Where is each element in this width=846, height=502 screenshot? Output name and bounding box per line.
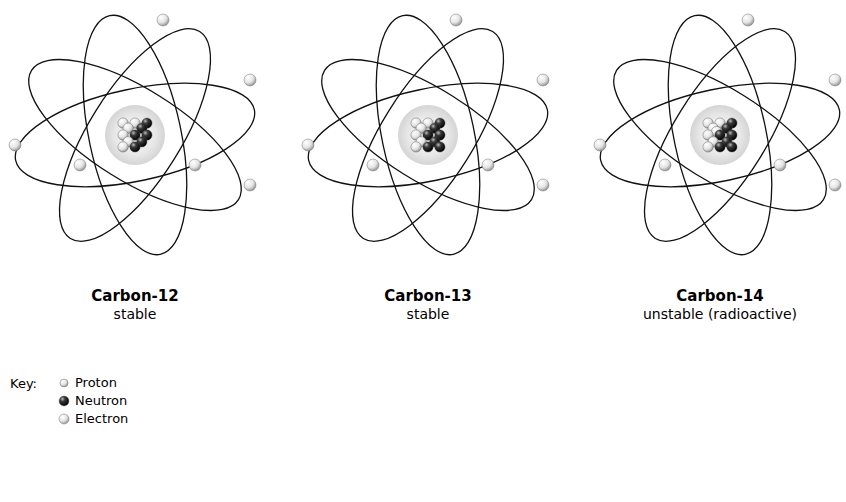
electron xyxy=(450,14,462,26)
stability-note: stable xyxy=(298,306,558,322)
neutron xyxy=(727,142,737,152)
atom xyxy=(591,6,846,264)
legend-swatch xyxy=(58,413,70,425)
electron xyxy=(659,159,671,171)
electron xyxy=(482,159,494,171)
nucleus xyxy=(398,105,458,165)
electron xyxy=(189,159,201,171)
electron xyxy=(302,139,314,151)
isotope-name: Carbon-12 xyxy=(5,287,265,305)
electron xyxy=(742,14,754,26)
electron-orbit xyxy=(300,31,556,238)
isotope-name: Carbon-14 xyxy=(590,287,846,305)
legend-swatch xyxy=(58,395,70,407)
legend-text: Proton xyxy=(75,375,117,390)
electron xyxy=(74,159,86,171)
electron xyxy=(244,179,256,191)
electron-orbit xyxy=(358,6,499,264)
electron-orbit xyxy=(7,31,263,238)
neutron xyxy=(715,142,725,152)
atom xyxy=(299,6,557,264)
electron-orbit xyxy=(616,7,823,263)
electron-orbit xyxy=(299,65,557,206)
legend-text: Neutron xyxy=(75,393,127,408)
electron-orbit xyxy=(592,31,846,238)
electron-orbit xyxy=(324,7,531,263)
nucleus xyxy=(690,105,750,165)
electron xyxy=(367,159,379,171)
neutron xyxy=(130,142,140,152)
electron xyxy=(9,139,21,151)
electron xyxy=(774,159,786,171)
electron xyxy=(537,74,549,86)
key-heading: Key: xyxy=(10,376,37,391)
isotope-name: Carbon-13 xyxy=(298,287,558,305)
atom xyxy=(6,6,264,264)
proton xyxy=(118,142,128,152)
legend-row: Proton xyxy=(58,375,117,390)
legend-row: Neutron xyxy=(58,393,127,408)
electron-orbit xyxy=(6,65,264,206)
proton xyxy=(703,142,713,152)
stability-note: unstable (radioactive) xyxy=(590,306,846,322)
electron-orbit xyxy=(650,6,791,264)
legend-swatch xyxy=(58,377,70,389)
electron xyxy=(594,139,606,151)
electron-orbit xyxy=(31,7,238,263)
electron xyxy=(537,179,549,191)
electron-orbit xyxy=(591,65,846,206)
neutron xyxy=(423,142,433,152)
stability-note: stable xyxy=(5,306,265,322)
nucleus xyxy=(105,105,165,165)
legend-row: Electron xyxy=(58,411,128,426)
proton xyxy=(411,142,421,152)
electron xyxy=(829,74,841,86)
electron xyxy=(244,74,256,86)
electron-orbit xyxy=(65,6,206,264)
neutron xyxy=(435,142,445,152)
electron xyxy=(829,179,841,191)
electron xyxy=(157,14,169,26)
legend-text: Electron xyxy=(75,411,128,426)
